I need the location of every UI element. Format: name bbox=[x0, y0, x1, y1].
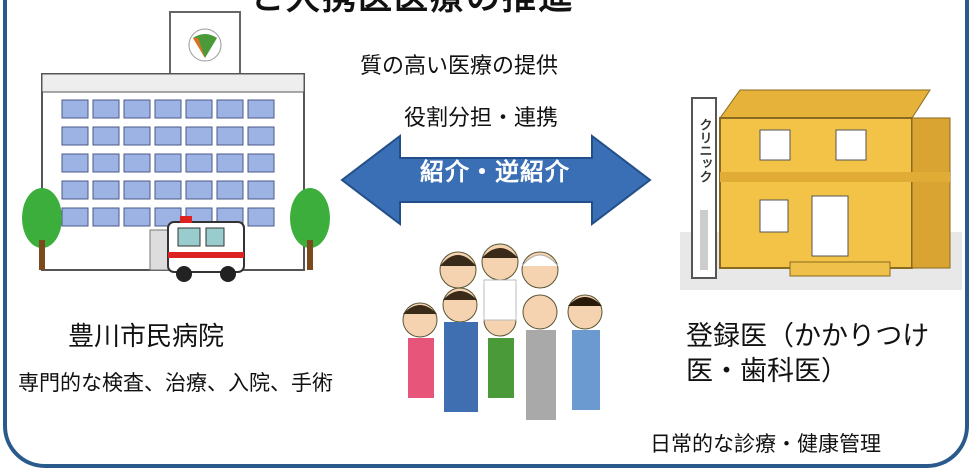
hospital-window bbox=[185, 126, 213, 146]
clinic-description: 日常的な診療・健康管理 bbox=[650, 432, 881, 456]
hospital-window bbox=[61, 99, 89, 119]
hospital-window bbox=[61, 153, 89, 173]
hospital-window bbox=[154, 126, 182, 146]
diagram-title: と大携医医療の推進 bbox=[250, 0, 574, 19]
hospital-window bbox=[247, 99, 275, 119]
hospital-window bbox=[185, 180, 213, 200]
hospital-window bbox=[92, 180, 120, 200]
hospital-window bbox=[185, 153, 213, 173]
hospital-window bbox=[247, 180, 275, 200]
clinic-illustration bbox=[680, 89, 962, 290]
hospital-window bbox=[61, 180, 89, 200]
clinic-sign: クリニック bbox=[697, 118, 713, 183]
hospital-window bbox=[154, 153, 182, 173]
referral-arrow bbox=[340, 133, 652, 227]
hospital-window bbox=[216, 99, 244, 119]
hospital-window bbox=[154, 99, 182, 119]
hospital-name: 豊川市民病院 bbox=[68, 322, 225, 352]
hospital-window bbox=[123, 126, 151, 146]
diagram-frame bbox=[3, 0, 969, 468]
hospital-window bbox=[123, 180, 151, 200]
hospital-illustration bbox=[22, 11, 330, 282]
hospital-window bbox=[61, 207, 89, 227]
hospital-window bbox=[216, 180, 244, 200]
hospital-window bbox=[154, 180, 182, 200]
hospital-window bbox=[216, 153, 244, 173]
hospital-window bbox=[92, 126, 120, 146]
hospital-window bbox=[247, 207, 275, 227]
hospital-window bbox=[185, 99, 213, 119]
hospital-window bbox=[92, 207, 120, 227]
role-label: 役割分担・連携 bbox=[404, 106, 559, 131]
hospital-window bbox=[61, 126, 89, 146]
people-illustration bbox=[402, 243, 603, 420]
hospital-window bbox=[123, 153, 151, 173]
hospital-window bbox=[123, 99, 151, 119]
hospital-description: 専門的な検査、治療、入院、手術 bbox=[18, 371, 333, 395]
quality-label: 質の高い医療の提供 bbox=[360, 54, 559, 79]
referral-label: 紹介・逆紹介 bbox=[420, 158, 570, 186]
hospital-window bbox=[216, 126, 244, 146]
clinic-name: 登録医（かかりつけ医・歯科医） bbox=[686, 321, 930, 387]
hospital-window bbox=[92, 153, 120, 173]
hospital-window bbox=[247, 153, 275, 173]
hospital-window bbox=[92, 99, 120, 119]
hospital-window bbox=[247, 126, 275, 146]
hospital-window bbox=[123, 207, 151, 227]
